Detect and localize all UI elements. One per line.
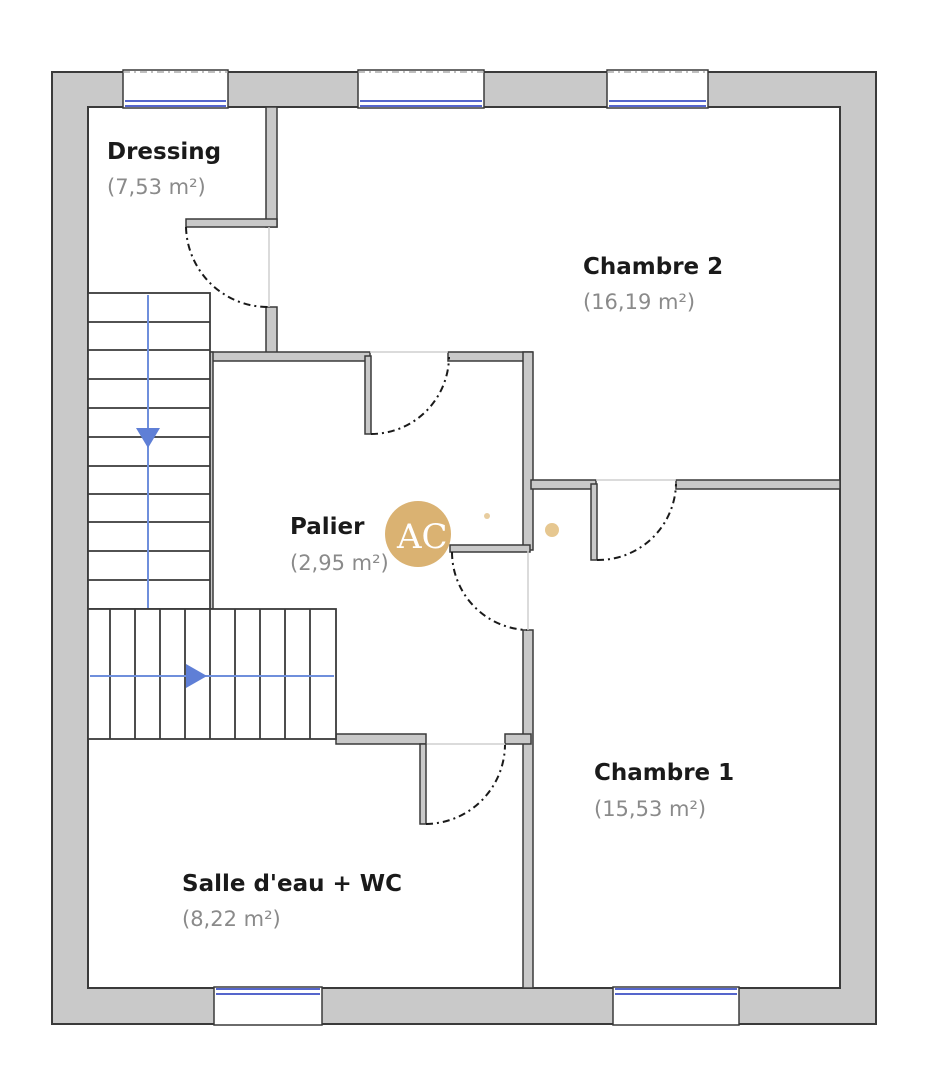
- logo-letters: AC: [396, 517, 448, 557]
- arrow-right-icon: [186, 664, 207, 688]
- room-area-chambre-1: (15,53 m²): [594, 797, 706, 821]
- room-name-chambre-1: Chambre 1: [594, 760, 734, 786]
- logo-circle-icon: [385, 501, 451, 567]
- room-area-dressing: (7,53 m²): [107, 175, 206, 199]
- room-name-salle-d-eau: Salle d'eau + WC: [182, 871, 402, 897]
- arrow-down-icon: [136, 428, 160, 448]
- stair-treads-lower: [109, 609, 311, 739]
- room-area-chambre-2: (16,19 m²): [583, 290, 695, 314]
- room-area-salle-d-eau: (8,22 m²): [182, 907, 281, 931]
- staircase: [87, 292, 337, 740]
- room-area-palier: (2,95 m²): [290, 551, 389, 575]
- doors: [185, 226, 677, 825]
- logo-dot-icon: [484, 513, 490, 519]
- room-name-dressing: Dressing: [107, 139, 221, 165]
- windows: [122, 69, 740, 1026]
- room-name-palier: Palier: [290, 514, 365, 540]
- room-name-chambre-2: Chambre 2: [583, 254, 723, 280]
- logo-dot-icon: [545, 523, 559, 537]
- watermark-logo: AC: [385, 501, 559, 567]
- interior-walls: [185, 106, 841, 989]
- room-labels: Dressing (7,53 m²) Chambre 2 (16,19 m²) …: [107, 139, 734, 931]
